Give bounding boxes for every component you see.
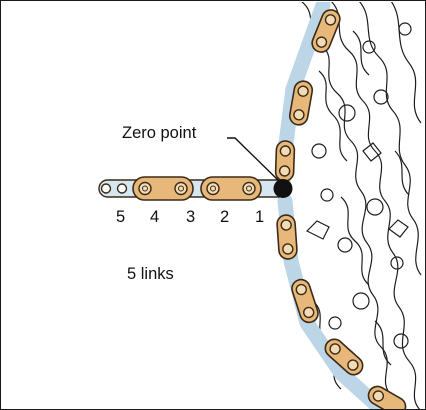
chain-upper-run xyxy=(274,2,341,192)
link-number-1: 1 xyxy=(255,208,265,226)
chain-link-plate xyxy=(132,176,194,201)
link-number-2: 2 xyxy=(220,208,230,226)
chain-lower-run xyxy=(276,193,407,409)
chain-link-plate xyxy=(200,176,262,201)
link-number-4: 4 xyxy=(150,208,160,226)
callout-leader-line xyxy=(227,137,280,182)
zero-point-marker xyxy=(273,179,293,198)
links-count-label: 5 links xyxy=(127,265,174,283)
link-number-5: 5 xyxy=(116,208,126,226)
chain-horizontal-section xyxy=(98,176,293,201)
zero-point-label: Zero point xyxy=(122,124,197,142)
cassette-icon xyxy=(301,2,422,409)
link-number-3: 3 xyxy=(186,208,196,226)
